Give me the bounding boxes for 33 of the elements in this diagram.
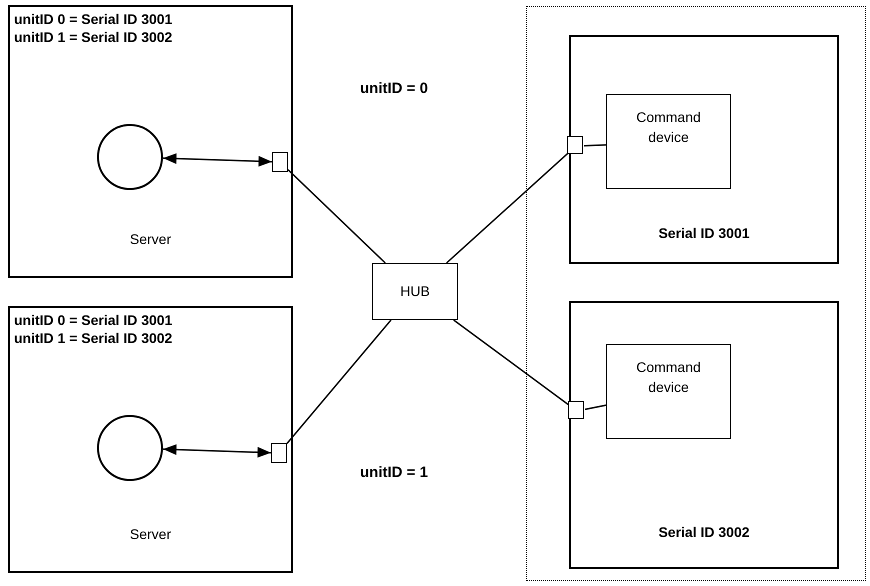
server-box [8, 5, 293, 278]
port-square [567, 136, 583, 154]
dotted-region [526, 6, 866, 581]
hub-box [372, 263, 458, 320]
node-label: Server [128, 230, 172, 249]
mapping-text: unitID 1 = Serial ID 3002 [14, 28, 172, 46]
storage-box [569, 35, 839, 264]
storage-box [569, 301, 839, 569]
connector-line [287, 169, 386, 264]
mapping-text: unitID 0 = Serial ID 3001 [14, 10, 172, 28]
command-device-box [606, 94, 731, 189]
connector-line [446, 152, 568, 264]
node-label: Serial ID 3001 [657, 224, 751, 243]
node-label: Command device [635, 358, 702, 397]
mapping-text: unitID 1 = Serial ID 3002 [14, 329, 172, 347]
node-label: HUB [400, 282, 430, 301]
command-device-box [606, 344, 731, 439]
double-arrow [162, 153, 272, 167]
unit-id-label: unitID = 1 [360, 463, 428, 483]
node-label: Server [128, 525, 172, 544]
node-label: Serial ID 3002 [657, 523, 751, 542]
connector-line [286, 320, 392, 444]
port-square [271, 443, 287, 463]
connector-line [453, 319, 570, 406]
connector-line [584, 404, 608, 410]
port-square [568, 401, 584, 419]
mapping-text: unitID 0 = Serial ID 3001 [14, 311, 172, 329]
server-box [8, 306, 293, 573]
port-square [272, 152, 288, 172]
connector-line [584, 144, 608, 146]
double-arrow [162, 444, 272, 458]
unit-id-label: unitID = 0 [360, 79, 428, 99]
node-label: Command device [635, 108, 702, 147]
